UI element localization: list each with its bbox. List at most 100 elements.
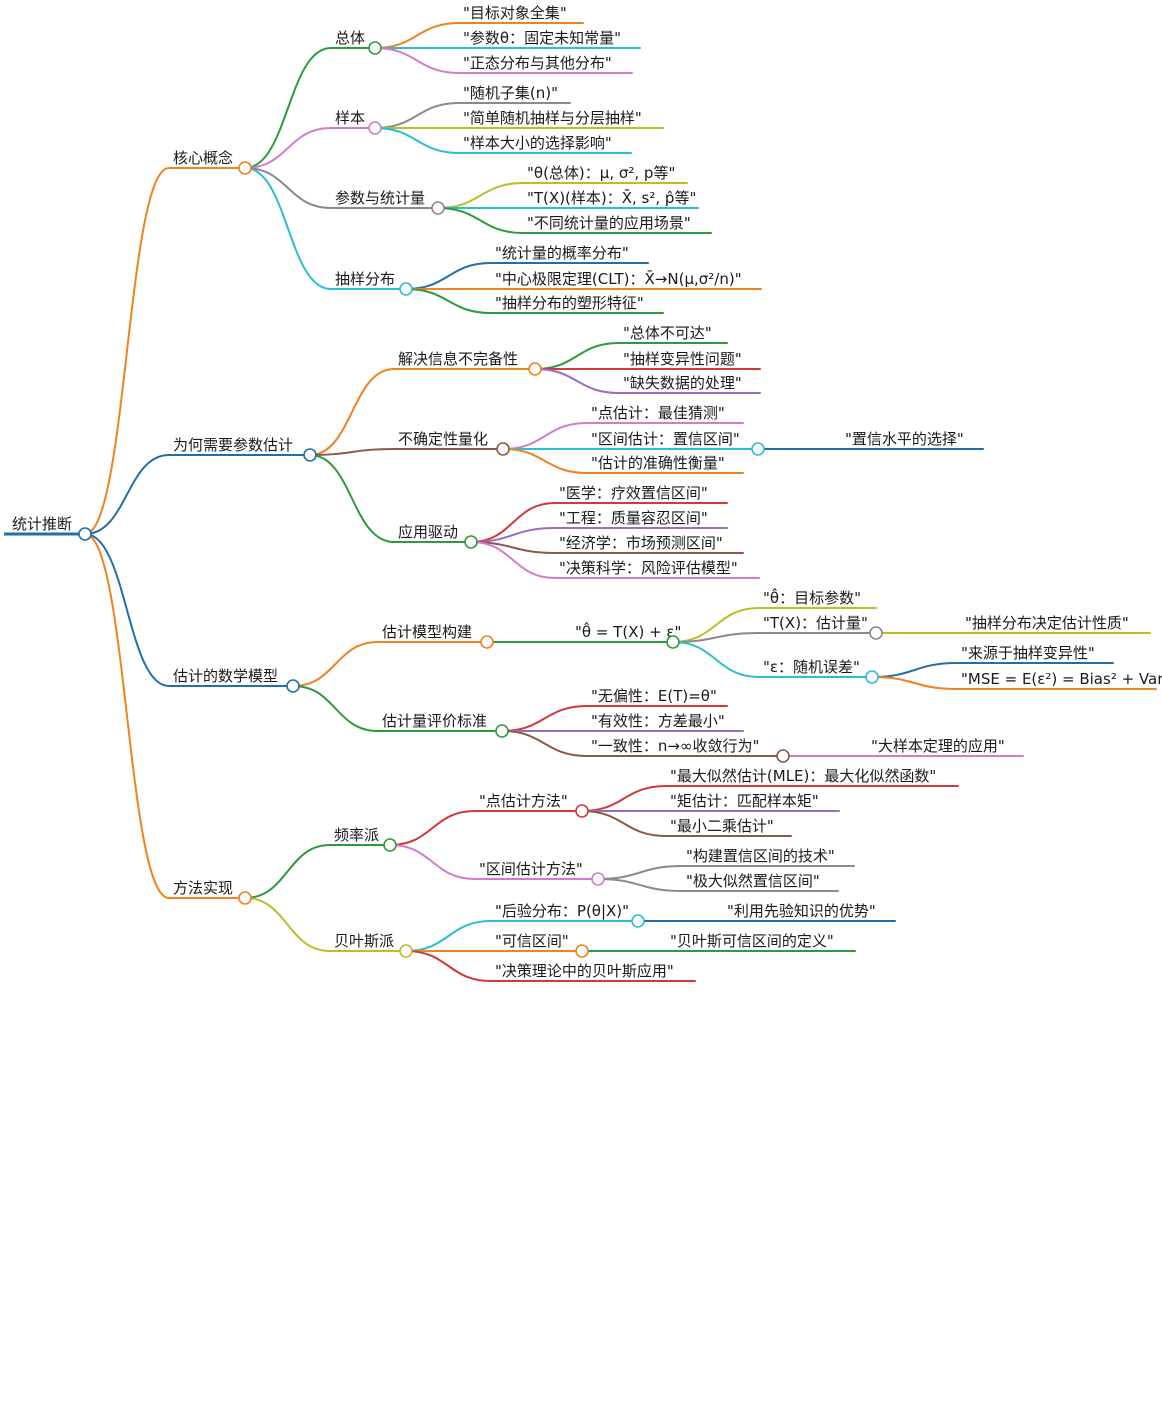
expand-node-toggle[interactable] bbox=[368, 121, 382, 135]
node-label: "θ̂ = T(X) + ε" bbox=[575, 621, 681, 641]
expand-node-toggle[interactable] bbox=[286, 679, 300, 693]
expand-node-toggle[interactable] bbox=[399, 282, 413, 296]
node-label: "目标对象全集" bbox=[463, 4, 567, 22]
node-label: "置信水平的选择" bbox=[845, 430, 964, 448]
node-label: "决策科学：风险评估模型" bbox=[559, 559, 738, 577]
node-label: "后验分布：P(θ|X)" bbox=[495, 902, 629, 920]
node-label: "一致性：n→∞收敛行为" bbox=[591, 737, 759, 755]
node-label: "贝叶斯可信区间的定义" bbox=[670, 932, 834, 950]
node-label: "无偏性：E(T)=θ" bbox=[591, 687, 717, 705]
expand-node-toggle[interactable] bbox=[751, 442, 765, 456]
node-label: "抽样分布决定估计性质" bbox=[965, 614, 1129, 632]
expand-node-toggle[interactable] bbox=[383, 838, 397, 852]
expand-node-toggle[interactable] bbox=[399, 944, 413, 958]
node-label: "最大似然估计(MLE)：最大化似然函数" bbox=[670, 767, 936, 785]
node-label: 方法实现 bbox=[173, 879, 233, 897]
branch-connector bbox=[374, 22, 460, 49]
node-label: 核心概念 bbox=[173, 149, 233, 167]
expand-node-toggle[interactable] bbox=[869, 626, 883, 640]
expand-node-toggle[interactable] bbox=[865, 670, 879, 684]
node-label: "正态分布与其他分布" bbox=[463, 54, 612, 72]
expand-node-toggle[interactable] bbox=[368, 41, 382, 55]
node-label: 估计模型构建 bbox=[382, 623, 472, 641]
expand-node-toggle[interactable] bbox=[495, 724, 509, 738]
root-node-label: 统计推断 bbox=[12, 515, 72, 533]
node-label: "样本大小的选择影响" bbox=[463, 134, 612, 152]
branch-connector bbox=[534, 342, 620, 370]
branch-connector bbox=[405, 920, 492, 952]
node-label: "总体不可达" bbox=[623, 324, 712, 342]
branch-connector bbox=[244, 897, 331, 952]
branch-connector bbox=[405, 288, 492, 314]
expand-node-toggle[interactable] bbox=[575, 804, 589, 818]
branch-connector bbox=[437, 207, 524, 234]
node-label: "统计量的概率分布" bbox=[495, 244, 629, 262]
expand-node-toggle[interactable] bbox=[303, 448, 317, 462]
connector-layer bbox=[84, 22, 961, 982]
node-label: 应用驱动 bbox=[398, 523, 458, 541]
node-dot-layer bbox=[78, 41, 883, 958]
node-label: "MSE = E(ε²) = Bias² + Var" bbox=[961, 670, 1162, 688]
expand-node-toggle[interactable] bbox=[480, 635, 494, 649]
expand-node-toggle[interactable] bbox=[496, 442, 510, 456]
label-layer: 统计推断核心概念总体"目标对象全集""参数θ：固定未知常量""正态分布与其他分布… bbox=[12, 4, 1162, 980]
branch-connector bbox=[374, 102, 460, 129]
node-label: "区间估计方法" bbox=[479, 860, 583, 878]
node-label: "医学：疗效置信区间" bbox=[559, 484, 708, 502]
branch-connector bbox=[244, 47, 332, 169]
expand-node-toggle[interactable] bbox=[631, 914, 645, 928]
branch-connector bbox=[84, 167, 170, 535]
branch-connector bbox=[534, 368, 620, 394]
expand-node-toggle[interactable] bbox=[591, 872, 605, 886]
branch-connector bbox=[405, 262, 492, 290]
node-label: "决策理论中的贝叶斯应用" bbox=[495, 962, 674, 980]
node-label: 频率派 bbox=[334, 826, 379, 844]
node-label: "中心极限定理(CLT)：X̄→N(μ,σ²/n)" bbox=[495, 269, 742, 288]
node-label: "随机子集(n)" bbox=[463, 84, 558, 102]
branch-connector bbox=[309, 368, 395, 456]
node-label: 抽样分布 bbox=[335, 270, 395, 288]
expand-node-toggle[interactable] bbox=[238, 161, 252, 175]
underline-layer bbox=[4, 22, 1157, 982]
expand-node-toggle[interactable] bbox=[78, 527, 92, 541]
branch-connector bbox=[309, 448, 395, 456]
node-label: 样本 bbox=[335, 109, 365, 127]
node-label: "参数θ：固定未知常量" bbox=[463, 29, 621, 47]
node-label: "大样本定理的应用" bbox=[871, 737, 1005, 755]
expand-node-toggle[interactable] bbox=[575, 944, 589, 958]
branch-connector bbox=[502, 422, 588, 450]
node-label: "最小二乘估计" bbox=[670, 817, 774, 835]
node-label: "T(X)(样本)：X̄, s², p̂等" bbox=[527, 188, 696, 207]
expand-node-toggle[interactable] bbox=[431, 201, 445, 215]
branch-connector bbox=[374, 127, 460, 154]
expand-node-toggle[interactable] bbox=[528, 362, 542, 376]
node-label: "工程：质量容忍区间" bbox=[559, 509, 708, 527]
branch-connector bbox=[871, 662, 958, 678]
node-label: "来源于抽样变异性" bbox=[961, 644, 1095, 662]
expand-node-toggle[interactable] bbox=[776, 749, 790, 763]
node-label: "经济学：市场预测区间" bbox=[559, 534, 723, 552]
branch-connector bbox=[470, 502, 556, 543]
branch-connector bbox=[309, 454, 395, 543]
branch-connector bbox=[470, 541, 556, 579]
branch-connector bbox=[871, 676, 958, 690]
branch-connector bbox=[501, 730, 588, 757]
node-label: "区间估计：置信区间" bbox=[591, 430, 740, 448]
node-label: "极大似然置信区间" bbox=[686, 872, 820, 890]
expand-node-toggle[interactable] bbox=[464, 535, 478, 549]
branch-connector bbox=[84, 454, 170, 535]
branch-connector bbox=[502, 448, 588, 474]
node-label: "构建置信区间的技术" bbox=[686, 847, 835, 865]
node-label: "点估计方法" bbox=[479, 792, 568, 810]
node-label: "抽样变异性问题" bbox=[623, 350, 742, 368]
expand-node-toggle[interactable] bbox=[666, 635, 680, 649]
branch-connector bbox=[374, 47, 460, 74]
branch-connector bbox=[292, 641, 379, 687]
branch-connector bbox=[389, 810, 476, 846]
branch-connector bbox=[405, 950, 492, 982]
branch-connector bbox=[501, 705, 588, 732]
node-label: "抽样分布的塑形特征" bbox=[495, 294, 644, 312]
node-label: 估计量评价标准 bbox=[382, 712, 487, 730]
expand-node-toggle[interactable] bbox=[238, 891, 252, 905]
branch-connector bbox=[84, 533, 170, 687]
